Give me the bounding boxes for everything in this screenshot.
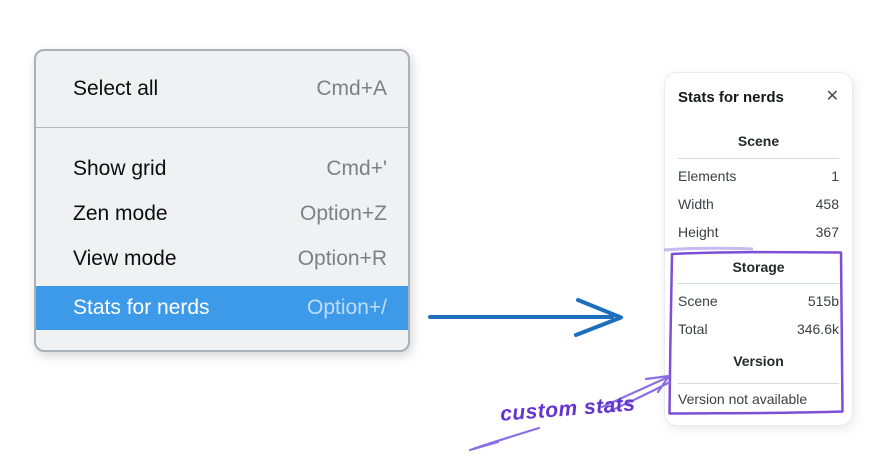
stat-value: 367 — [815, 224, 839, 240]
stat-label: Width — [678, 196, 714, 212]
stats-panel-title: Stats for nerds — [678, 88, 784, 106]
menu-divider — [36, 127, 408, 128]
annotation-arrow-lower — [468, 426, 541, 452]
stat-label: Elements — [678, 168, 737, 184]
menu-item-select-all[interactable]: Select all Cmd+A — [36, 67, 408, 111]
section-divider — [678, 283, 839, 284]
menu-item-stats-for-nerds[interactable]: Stats for nerds Option+/ — [36, 286, 408, 330]
section-heading-version: Version — [733, 353, 784, 369]
menu-item-shortcut: Option+Z — [300, 202, 387, 225]
close-button[interactable]: ✕ — [826, 89, 839, 105]
menu-item-shortcut: Cmd+A — [316, 77, 387, 100]
section-heading-scene: Scene — [737, 133, 780, 149]
close-icon: ✕ — [825, 88, 839, 105]
stat-label: Scene — [678, 293, 718, 309]
menu-item-label: Stats for nerds — [73, 296, 210, 319]
menu-item-show-grid[interactable]: Show grid Cmd+' — [36, 147, 408, 191]
stat-value: 346.6k — [796, 321, 839, 337]
stat-label: Total — [678, 321, 708, 337]
stat-value: 458 — [815, 196, 839, 212]
menu-item-label: Show grid — [73, 157, 167, 180]
stats-panel: Stats for nerds ✕ Scene Elements 1 Width… — [665, 73, 852, 425]
context-menu: Select all Cmd+A Show grid Cmd+' Zen mod… — [34, 49, 410, 352]
menu-item-label: Select all — [73, 77, 159, 100]
section-divider — [678, 158, 839, 159]
menu-item-shortcut: Cmd+' — [326, 157, 387, 180]
menu-item-shortcut: Option+/ — [307, 296, 387, 319]
stat-row-width: Width 458 — [678, 190, 839, 218]
stat-row-elements: Elements 1 — [678, 162, 839, 190]
menu-item-zen-mode[interactable]: Zen mode Option+Z — [36, 192, 408, 236]
menu-item-label: View mode — [73, 247, 177, 270]
menu-item-view-mode[interactable]: View mode Option+R — [36, 237, 408, 281]
version-note: Version not available — [678, 391, 808, 407]
stat-row-total-storage: Total 346.6k — [678, 315, 839, 343]
stats-panel-header: Stats for nerds ✕ — [678, 87, 839, 107]
menu-item-shortcut: Option+R — [297, 247, 387, 270]
stat-row-height: Height 367 — [678, 218, 839, 246]
annotation-label: custom stats — [499, 392, 637, 426]
stat-row-scene-storage: Scene 515b — [678, 287, 839, 315]
stat-value: 515b — [807, 293, 839, 309]
stat-label: Height — [678, 224, 719, 240]
section-divider — [678, 383, 839, 384]
section-heading-storage: Storage — [732, 259, 785, 275]
menu-item-label: Zen mode — [73, 202, 168, 225]
flow-arrow — [428, 298, 623, 337]
stat-value: 1 — [831, 168, 839, 184]
